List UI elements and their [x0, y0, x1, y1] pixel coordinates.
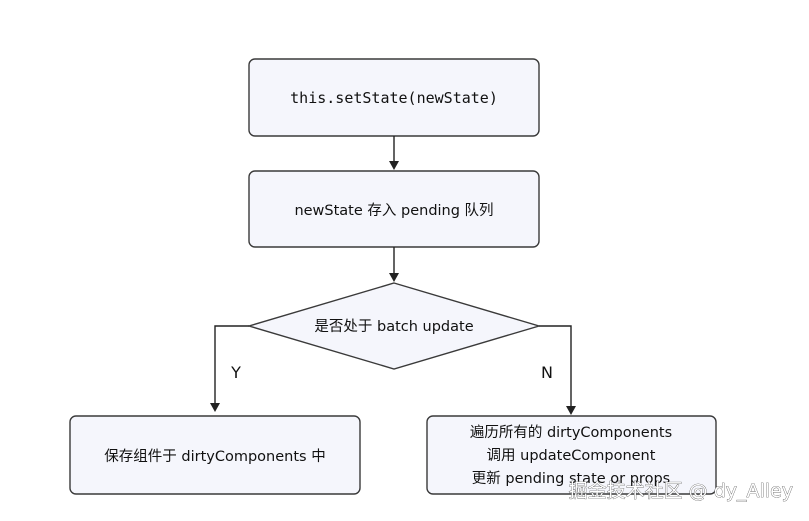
edge-no [539, 325, 572, 407]
process-dirty-components-box [426, 415, 717, 495]
process-line-1: 遍历所有的 dirtyComponents [470, 424, 672, 441]
branch-no-label: N [541, 363, 553, 382]
arrow-head [389, 273, 399, 282]
save-dirty-components-box [69, 415, 361, 495]
arrow-head [566, 406, 576, 415]
save-dirty-components-label: 保存组件于 dirtyComponents 中 [104, 448, 325, 465]
watermark: 掘金技术社区 @ dy_Alley [569, 480, 793, 502]
arrow-head [210, 403, 220, 412]
decision-label: 是否处于 batch update [314, 318, 473, 335]
batch-update-decision [246, 282, 542, 370]
branch-yes-label: Y [230, 363, 241, 382]
edge-yes [214, 325, 249, 404]
process-line-2: 调用 updateComponent [487, 447, 656, 464]
process-line-3: 更新 pending state or props [472, 470, 670, 487]
arrow-head [389, 161, 399, 170]
pending-queue-label: newState 存入 pending 队列 [294, 202, 493, 219]
set-state-label: this.setState(newState) [290, 89, 498, 107]
